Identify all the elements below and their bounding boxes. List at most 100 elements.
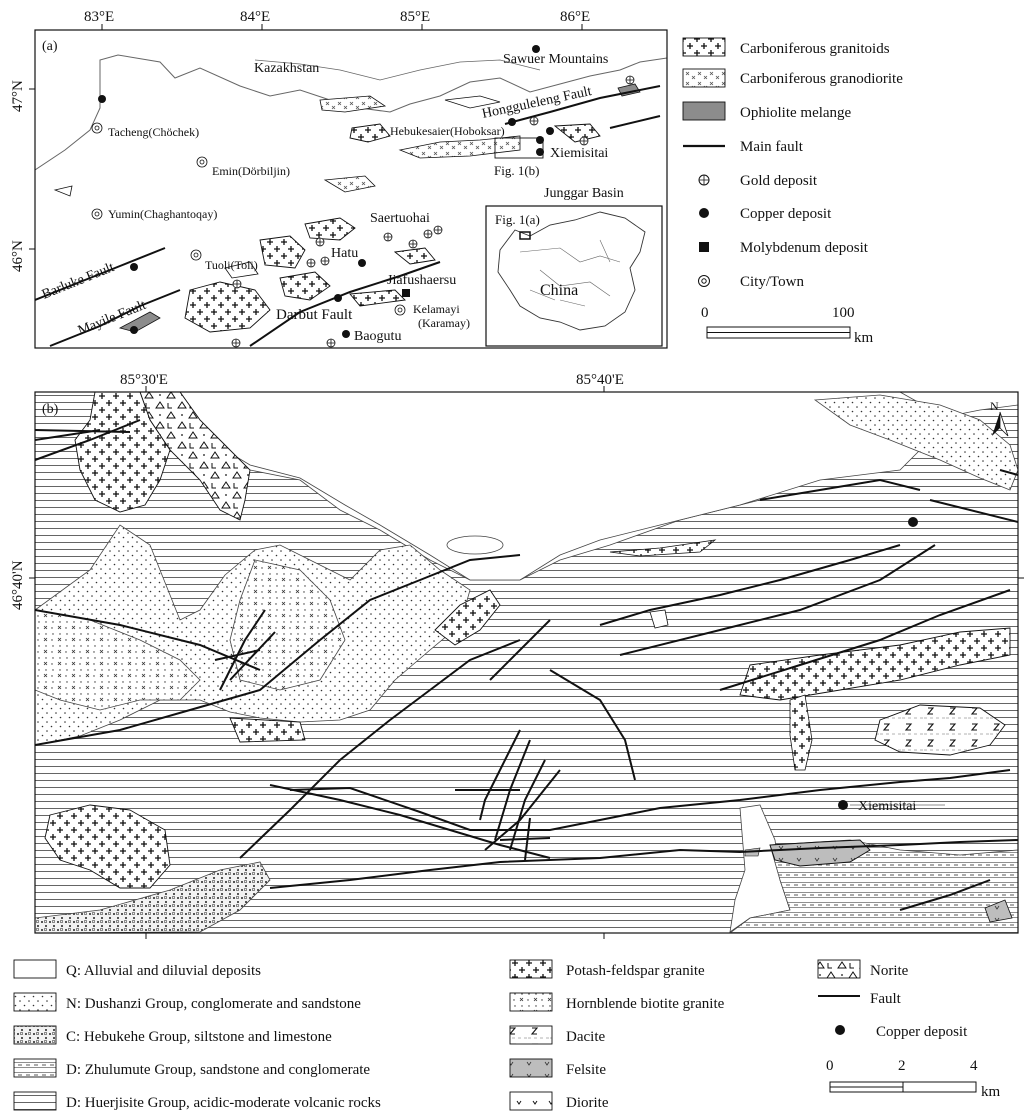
place-baogutu: Baogutu <box>354 329 401 344</box>
lon-tick-85-40: 85°40'E <box>576 372 624 388</box>
svg-text:km: km <box>854 330 874 346</box>
lon-tick-85: 85°E <box>400 9 430 25</box>
svg-text:Hornblende biotite granite: Hornblende biotite granite <box>566 996 725 1012</box>
legend-item-copper-deposit-b: Copper deposit <box>835 1024 968 1040</box>
unit-potash-granite <box>74 392 171 513</box>
legend-panel-b: Q: Alluvial and diluvial deposits N: Dus… <box>13 959 1001 1111</box>
svg-text:Diorite: Diorite <box>566 1095 609 1111</box>
copper-deposit-marker <box>838 800 848 810</box>
svg-text:0: 0 <box>826 1058 834 1074</box>
svg-text:Copper deposit: Copper deposit <box>876 1024 968 1040</box>
copper-deposit-marker <box>130 263 138 271</box>
unit-hornblende-granite <box>229 559 346 691</box>
place-yumin: Yumin(Chaghantoqay) <box>108 207 217 221</box>
city-markers <box>91 122 406 316</box>
lat-tick-47: 47°N <box>10 80 26 112</box>
legend-item-fault: Fault <box>818 991 902 1007</box>
place-karamay: (Karamay) <box>418 316 470 330</box>
inset-country: China <box>540 282 578 299</box>
unit-potash-granite <box>434 589 501 646</box>
copper-deposit-marker <box>98 95 106 103</box>
legend-item-potash-feldspar-granite: Potash-feldspar granite <box>509 959 705 979</box>
unit-dushanzi-group <box>813 394 1018 491</box>
granitoid-body <box>553 123 601 143</box>
molybdenum-deposit-marker <box>402 289 410 297</box>
place-tacheng: Tacheng(Chöchek) <box>108 125 199 139</box>
granitoid-body <box>349 123 391 143</box>
granitoid-body <box>259 235 306 269</box>
place-kelamayi: Kelamayi <box>413 302 460 316</box>
legend-item-carboniferous-granodiorite: Carboniferous granodiorite <box>682 68 903 88</box>
legend-item-gold-deposit: Gold deposit <box>698 173 818 189</box>
place-darbut-fault: Darbut Fault <box>276 307 353 323</box>
legend-item-molybdenum-deposit: Molybdenum deposit <box>699 240 869 256</box>
unit-potash-granite <box>739 627 1011 701</box>
place-junggar: Junggar Basin <box>544 186 624 201</box>
svg-text:Main fault: Main fault <box>740 139 804 155</box>
svg-text:Molybdenum deposit: Molybdenum deposit <box>740 240 869 256</box>
svg-text:2: 2 <box>898 1058 906 1074</box>
place-hebukesaier: Hebukesaier(Hoboksar) <box>390 124 505 138</box>
legend-item-carboniferous-granitoids: Carboniferous granitoids <box>682 37 890 57</box>
faults-b <box>35 419 1018 911</box>
svg-text:Ophiolite melange: Ophiolite melange <box>740 105 852 121</box>
legend-item-hornblende-biotite-granite: Hornblende biotite granite <box>509 992 725 1012</box>
place-xiemisitai: Xiemisitai <box>550 146 608 161</box>
legend-item-norite: Norite <box>817 959 909 979</box>
place-jiafushaersu: Jiafushaersu <box>387 273 456 288</box>
granitoid-body <box>304 217 356 241</box>
svg-text:km: km <box>981 1084 1001 1100</box>
lon-tick-84: 84°E <box>240 9 270 25</box>
copper-deposit-marker <box>508 118 516 126</box>
svg-text:Potash-feldspar granite: Potash-feldspar granite <box>566 963 705 979</box>
svg-text:N: Dushanzi Group, conglomerat: N: Dushanzi Group, conglomerate and sand… <box>66 996 361 1012</box>
legend-item-c-hebukehe: C: Hebukehe Group, siltstone and limesto… <box>13 1025 332 1045</box>
svg-text:N: N <box>990 399 999 413</box>
place-saertuohai: Saertuohai <box>370 211 430 226</box>
barluke-fault <box>35 247 166 301</box>
svg-text:Carboniferous granitoids: Carboniferous granitoids <box>740 41 890 57</box>
svg-text:Q: Alluvial and diluvial depos: Q: Alluvial and diluvial deposits <box>66 963 261 979</box>
copper-deposit-marker <box>358 259 366 267</box>
unit-hornblende-granite <box>35 609 201 711</box>
scale-bar-b: 0 2 4 km <box>826 1058 1001 1100</box>
place-emin: Emin(Dörbiljin) <box>212 164 290 178</box>
copper-deposit-marker <box>342 330 350 338</box>
svg-text:Carboniferous granodiorite: Carboniferous granodiorite <box>740 71 903 87</box>
place-tuoli: Tuoli(Toli) <box>205 258 258 272</box>
lat-tick-46: 46°N <box>10 240 26 272</box>
copper-deposit-marker <box>130 326 138 334</box>
panel-a-map: (a) 83°E 84°E 85°E 86°E 47°N 46°N Kazakh… <box>10 9 668 349</box>
svg-text:Dacite: Dacite <box>566 1029 605 1045</box>
unit-potash-granite <box>609 539 717 557</box>
legend-item-n-dushanzi: N: Dushanzi Group, conglomerate and sand… <box>13 992 361 1012</box>
panel-b-label: (b) <box>42 402 59 417</box>
unit-potash-granite <box>229 717 306 743</box>
svg-text:Copper deposit: Copper deposit <box>740 206 832 222</box>
granodiorite-body <box>398 135 521 159</box>
svg-text:Gold deposit: Gold deposit <box>740 173 818 189</box>
scale-bar-a: 0 100 km <box>701 305 874 346</box>
lat-tick-46-40: 46°40'N <box>10 560 26 610</box>
fig1b-box <box>494 137 544 159</box>
legend-item-q-alluvial: Q: Alluvial and diluvial deposits <box>13 959 261 979</box>
svg-text:Fault: Fault <box>870 991 902 1007</box>
panel-b-map: Xiemisitai N (b) 85°30'E 85°40'E 46°40'N <box>10 372 1024 939</box>
darbut-fault <box>249 261 441 347</box>
mayile-fault <box>49 289 181 347</box>
north-arrow: N <box>990 399 1009 437</box>
panel-a-frame <box>34 29 668 349</box>
copper-deposit-marker <box>536 136 544 144</box>
legend-item-diorite: Diorite <box>509 1091 609 1111</box>
svg-text:City/Town: City/Town <box>740 274 804 290</box>
unit-potash-granite <box>789 694 813 771</box>
copper-deposit-marker <box>532 45 540 53</box>
granitoid-body <box>393 247 436 265</box>
legend-item-d-zhulumute: D: Zhulumute Group, sandstone and conglo… <box>13 1058 370 1078</box>
place-hatu: Hatu <box>331 246 358 261</box>
granitoid-body <box>279 271 331 301</box>
svg-text:D: Huerjisite Group, acidic-mo: D: Huerjisite Group, acidic-moderate vol… <box>66 1095 381 1111</box>
granitoid-body <box>184 281 271 333</box>
granodiorite-body <box>319 95 387 113</box>
panel-a-label: (a) <box>42 39 58 54</box>
